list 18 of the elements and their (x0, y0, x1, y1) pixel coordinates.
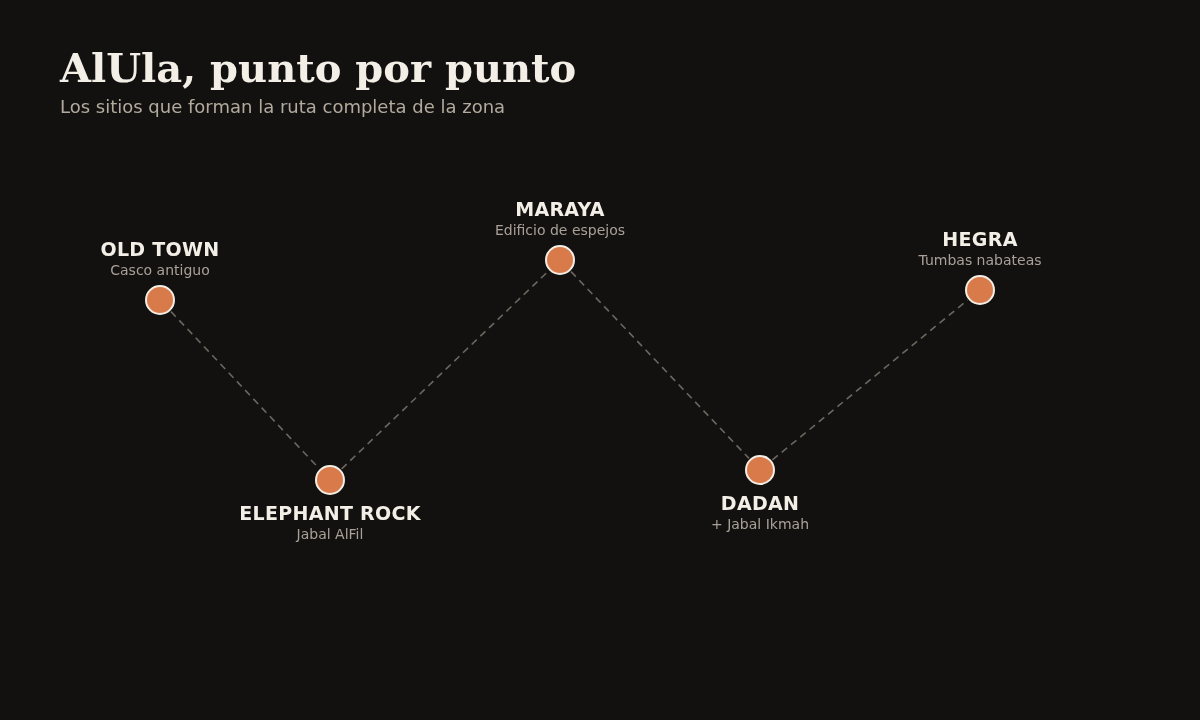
place-description: Casco antiguo (110, 261, 210, 279)
waypoint-dot-icon (745, 455, 775, 485)
waypoint-dot-icon (545, 245, 575, 275)
place-description: Edificio de espejos (494, 221, 626, 239)
title: AlUla, punto por punto (60, 44, 577, 92)
place-description: Jabal AlFil (296, 525, 364, 543)
place-name: DADAN (720, 491, 800, 515)
place-name: OLD TOWN (100, 237, 220, 261)
place-description: + Jabal Ikmah (711, 515, 809, 533)
waypoint-dot-icon (965, 275, 995, 305)
place-name: HEGRA (942, 227, 1018, 251)
subtitle: Los sitios que forman la ruta completa de la zona (60, 95, 506, 119)
waypoint-dot-icon (315, 465, 345, 495)
place-name: MARAYA (515, 197, 605, 221)
dashed-connector (570, 270, 750, 460)
place-name: ELEPHANT ROCK (239, 501, 421, 525)
waypoint-dot-icon (145, 285, 175, 315)
place-description: Tumbas nabateas (918, 251, 1042, 269)
